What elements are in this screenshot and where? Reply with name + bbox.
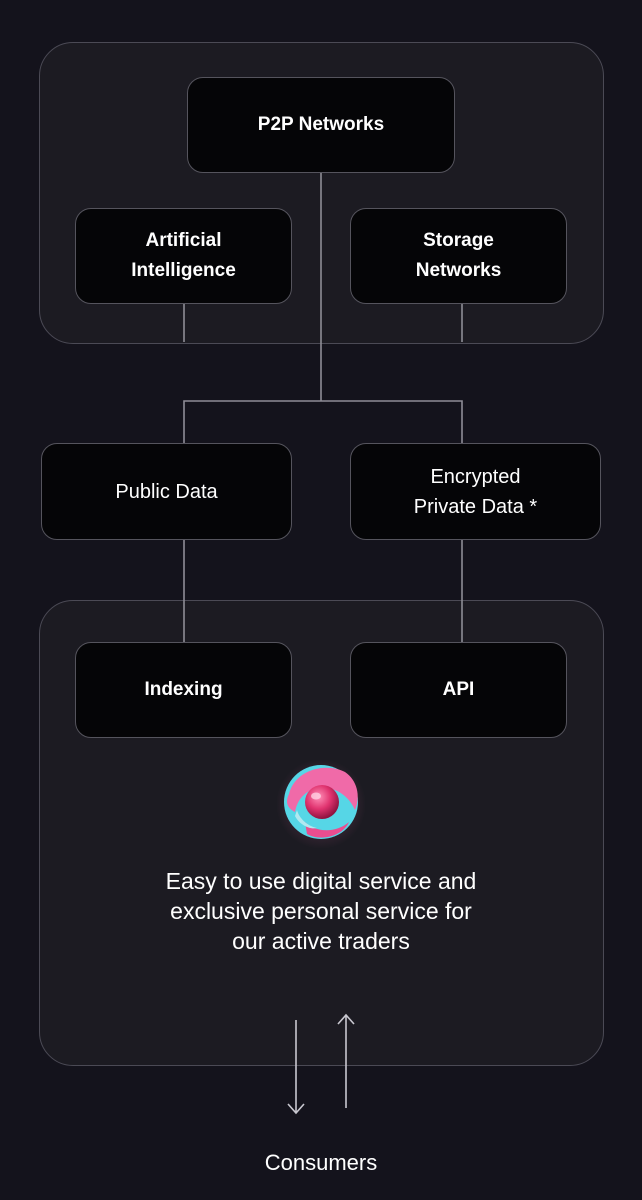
artificial-intelligence-label: Artificial Intelligence [131,230,236,281]
p2p-networks-node: P2P Networks [187,77,455,173]
api-label: API [442,679,475,700]
arrow-down-icon [287,1103,305,1115]
storage-networks-node: Storage Networks [350,208,567,304]
indexing-node: Indexing [75,642,292,738]
consumers-label: Consumers [264,1150,378,1175]
artificial-intelligence-node: Artificial Intelligence [75,208,292,304]
encrypted-private-data-node: Encrypted Private Data * [350,443,601,540]
encrypted-private-data-label: Encrypted Private Data * [413,465,538,518]
api-node: API [350,642,567,738]
indexing-label: Indexing [144,679,223,700]
swirl-orb-logo-icon [276,759,366,848]
storage-networks-label: Storage Networks [415,230,502,281]
service-tagline: Easy to use digital service and exclusiv… [165,868,477,954]
p2p-networks-label: P2P Networks [257,114,385,135]
public-data-label: Public Data [115,480,218,503]
branch-line [183,400,463,443]
public-data-node: Public Data [41,443,292,540]
